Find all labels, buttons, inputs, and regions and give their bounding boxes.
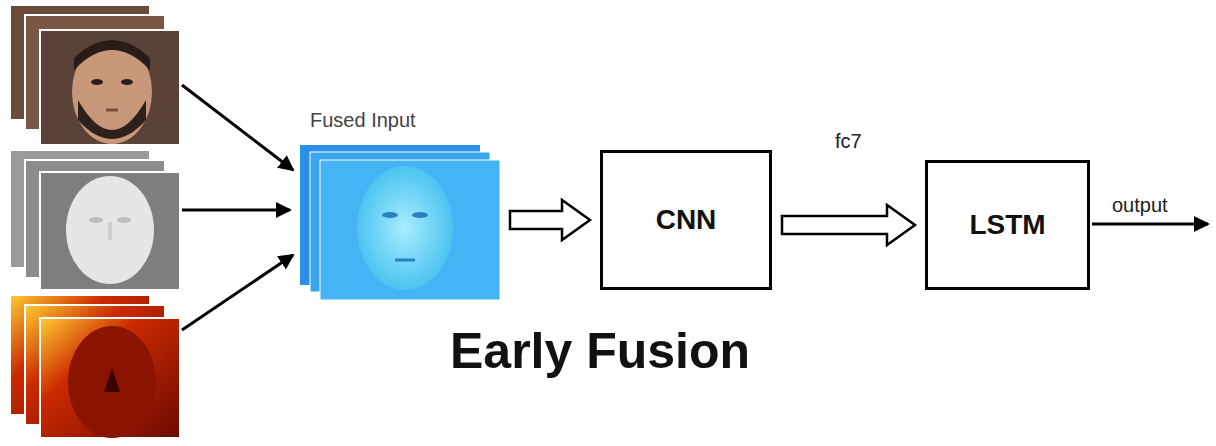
output-label: output [1112,194,1168,217]
hollow-arrow [510,200,590,240]
image-heading: Fused Input [310,109,416,132]
hollow-arrow [782,205,915,245]
edge-label: fc7 [835,130,862,153]
input-arrow [182,209,290,212]
heatmap-frames [10,295,180,438]
box-label: LSTM [969,209,1045,241]
rgb-frames [10,5,180,145]
output-arrow [1092,223,1208,226]
fused-input-node: Fused Input [300,145,500,300]
caption: Early Fusion [450,322,750,380]
fused-frames [300,145,500,300]
cnn-box: CNN [600,150,772,290]
input-arrow [182,85,293,170]
lstm-box: LSTM [925,160,1090,290]
box-label: CNN [656,204,717,236]
input-arrow [182,255,293,330]
grey-frames [10,150,180,290]
